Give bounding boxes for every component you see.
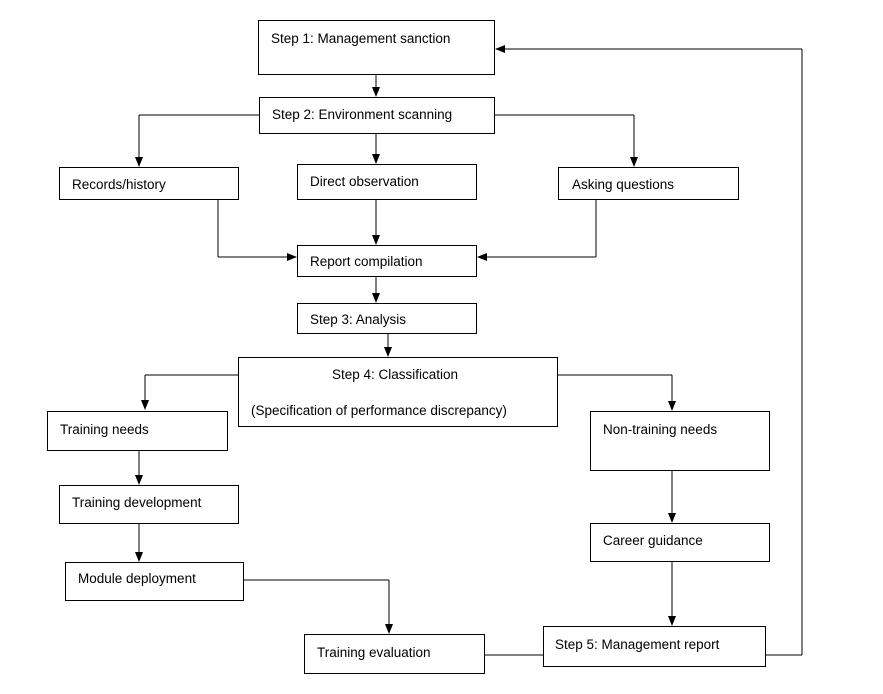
career-guidance-label: Career guidance — [603, 533, 703, 548]
step2-environment-scanning-box: Step 2: Environment scanning — [259, 97, 495, 134]
step4-label: Step 4: Classification — [332, 367, 459, 382]
module-deployment-label: Module deployment — [78, 571, 196, 586]
module-deployment-box: Module deployment — [65, 562, 244, 601]
training-needs-box: Training needs — [47, 411, 228, 451]
training-needs-label: Training needs — [60, 422, 149, 437]
report-compilation-box: Report compilation — [297, 245, 477, 277]
asking-questions-label: Asking questions — [572, 177, 675, 192]
step1-management-sanction-box: Step 1: Management sanction — [258, 20, 495, 75]
career-guidance-box: Career guidance — [590, 523, 770, 562]
step1-label: Step 1: Management sanction — [271, 31, 451, 46]
direct-observation-label: Direct observation — [310, 174, 419, 189]
training-evaluation-label: Training evaluation — [317, 645, 431, 660]
step4-classification-box: Step 4: Classification (Specification of… — [238, 357, 558, 427]
step3-label: Step 3: Analysis — [310, 312, 407, 327]
non-training-needs-label: Non-training needs — [603, 422, 718, 437]
report-compilation-label: Report compilation — [310, 254, 423, 269]
records-history-box: Records/history — [59, 167, 239, 200]
non-training-needs-box: Non-training needs — [590, 411, 770, 471]
direct-observation-box: Direct observation — [297, 164, 477, 200]
step5-management-report-box: Step 5: Management report — [543, 626, 766, 667]
training-evaluation-box: Training evaluation — [304, 634, 485, 674]
step3-analysis-box: Step 3: Analysis — [297, 303, 477, 334]
step2-label: Step 2: Environment scanning — [272, 107, 453, 122]
step5-label: Step 5: Management report — [555, 637, 720, 652]
asking-questions-box: Asking questions — [558, 167, 739, 200]
step4-sublabel: (Specification of performance discrepanc… — [251, 403, 507, 418]
training-development-box: Training development — [59, 485, 239, 524]
records-history-label: Records/history — [72, 177, 166, 192]
training-development-label: Training development — [72, 495, 202, 510]
